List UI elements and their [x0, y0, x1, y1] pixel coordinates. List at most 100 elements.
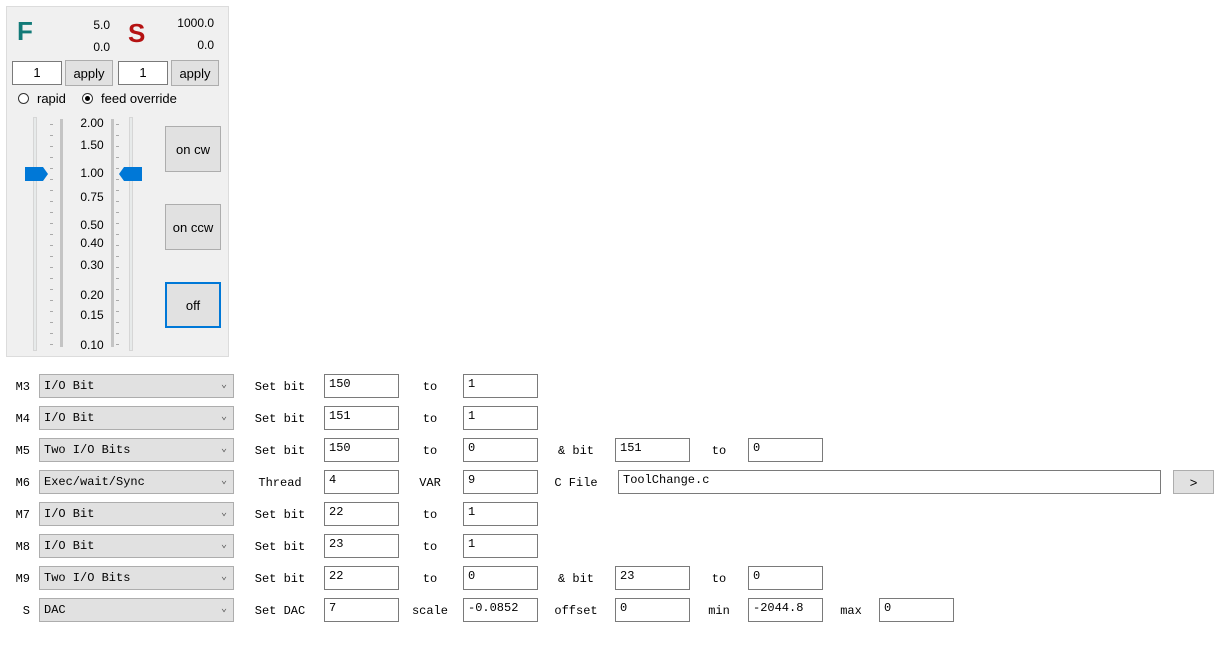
action-type-select[interactable]: Two I/O Bits ⌄: [39, 438, 234, 462]
spindle-scale-tick: [116, 311, 119, 312]
row-field-2[interactable]: 9: [463, 470, 538, 494]
row-field-2[interactable]: 1: [463, 534, 538, 558]
row-field-2[interactable]: 1: [463, 374, 538, 398]
row-label-1: Set bit: [254, 540, 306, 554]
row-field-3[interactable]: 23: [615, 566, 690, 590]
chevron-down-icon: ⌄: [220, 476, 227, 487]
spindle-scale-tick: [116, 256, 119, 257]
spindle-scale-tick: [116, 289, 119, 290]
spindle-scale-tick: [116, 146, 119, 147]
action-type-select[interactable]: Two I/O Bits⌄: [39, 566, 234, 590]
scale-label: 0.50: [80, 218, 104, 232]
feed-apply-button[interactable]: apply: [65, 60, 113, 86]
feed-override-radio[interactable]: [82, 93, 93, 104]
row-field-1[interactable]: 22: [324, 502, 399, 526]
row-label-1: Thread: [258, 476, 302, 490]
spindle-apply-button[interactable]: apply: [171, 60, 219, 86]
action-type-select[interactable]: I/O Bit⌄: [39, 406, 234, 430]
scale-label: 0.20: [80, 288, 104, 302]
row-field-4[interactable]: 0: [748, 438, 823, 462]
feed-scale-tick: [50, 278, 53, 279]
feed-scale-tick: [50, 168, 53, 169]
feed-override-input[interactable]: 1: [12, 61, 62, 85]
spindle-scale-rail: [111, 119, 114, 347]
selected-action-type: Two I/O Bits: [44, 571, 131, 585]
row-label-2: to: [422, 444, 438, 458]
spindle-on-cw-button[interactable]: on cw: [165, 126, 221, 172]
spindle-scale-tick: [116, 190, 119, 191]
spindle-override-input[interactable]: 1: [118, 61, 168, 85]
row-field-1[interactable]: 150: [324, 374, 399, 398]
row-field-4[interactable]: -2044.8: [748, 598, 823, 622]
chevron-down-icon: ⌄: [220, 444, 227, 455]
row-field-4[interactable]: 0: [748, 566, 823, 590]
selected-action-type: DAC: [44, 603, 66, 617]
row-label-2: to: [422, 540, 438, 554]
selected-action-type: I/O Bit: [44, 507, 95, 521]
action-type-select[interactable]: I/O Bit⌄: [39, 374, 234, 398]
spindle-off-button[interactable]: off: [165, 282, 221, 328]
spindle-on-ccw-button[interactable]: on ccw: [165, 204, 221, 250]
row-field-2[interactable]: -0.0852: [463, 598, 538, 622]
scale-label: 0.75: [80, 190, 104, 204]
action-type-select[interactable]: DAC ⌄: [39, 598, 234, 622]
row-label-2: to: [422, 412, 438, 426]
row-field-2[interactable]: 0: [463, 438, 538, 462]
row-code: M8: [15, 540, 30, 554]
row-field-1[interactable]: 151: [324, 406, 399, 430]
spindle-slider-thumb[interactable]: [118, 167, 142, 181]
feed-slider-thumb[interactable]: [25, 167, 49, 181]
rapid-radio[interactable]: [18, 93, 29, 104]
row-field-2[interactable]: 1: [463, 502, 538, 526]
feed-scale-tick: [50, 157, 53, 158]
row-label-4: min: [708, 604, 730, 618]
feed-slider-track[interactable]: [33, 117, 37, 351]
feed-scale-tick: [50, 124, 53, 125]
spindle-scale-tick: [116, 135, 119, 136]
row-field-1[interactable]: 23: [324, 534, 399, 558]
row-code: M6: [15, 476, 30, 490]
feed-scale-tick: [50, 267, 53, 268]
spindle-scale-tick: [116, 201, 119, 202]
row-field-1[interactable]: 4: [324, 470, 399, 494]
rapid-label: rapid: [37, 91, 66, 106]
scale-label: 0.15: [80, 308, 104, 322]
spindle-slider-track[interactable]: [129, 117, 133, 351]
scale-label: 1.50: [80, 138, 104, 152]
selected-action-type: Two I/O Bits: [44, 443, 131, 457]
spindle-scale-tick: [116, 223, 119, 224]
action-type-select[interactable]: I/O Bit⌄: [39, 534, 234, 558]
feed-scale-tick: [50, 146, 53, 147]
feed-scale-tick: [50, 300, 53, 301]
row-field-2[interactable]: 0: [463, 566, 538, 590]
row-field-1[interactable]: 22: [324, 566, 399, 590]
browse-file-button[interactable]: >: [1173, 470, 1214, 494]
feed-scale-tick: [50, 201, 53, 202]
row-field-3[interactable]: 151: [615, 438, 690, 462]
row-label-1: Set DAC: [254, 604, 306, 618]
row-field-1[interactable]: 7: [324, 598, 399, 622]
feed-scale-tick: [50, 223, 53, 224]
row-field-2[interactable]: 1: [463, 406, 538, 430]
feed-override-label: feed override: [101, 91, 177, 106]
feed-scale-tick: [50, 135, 53, 136]
feed-scale-tick: [50, 256, 53, 257]
spindle-scale-tick: [116, 300, 119, 301]
row-field-1[interactable]: 150: [324, 438, 399, 462]
row-label-3: offset: [554, 604, 598, 618]
scale-label: 0.40: [80, 236, 104, 250]
action-type-select[interactable]: Exec/wait/Sync⌄: [39, 470, 234, 494]
row-field-3[interactable]: 0: [615, 598, 690, 622]
action-type-select[interactable]: I/O Bit⌄: [39, 502, 234, 526]
chevron-down-icon: ⌄: [220, 540, 227, 551]
c-file-input[interactable]: ToolChange.c: [618, 470, 1161, 494]
row-label-2: scale: [411, 604, 448, 618]
row-label-3: & bit: [557, 572, 594, 586]
spindle-scale-tick: [116, 234, 119, 235]
row-field-5[interactable]: 0: [879, 598, 954, 622]
feed-scale-tick: [50, 212, 53, 213]
chevron-down-icon: ⌄: [220, 604, 227, 615]
row-label-1: Set bit: [254, 572, 306, 586]
row-label-2: VAR: [419, 476, 441, 490]
feed-scale-tick: [50, 333, 53, 334]
